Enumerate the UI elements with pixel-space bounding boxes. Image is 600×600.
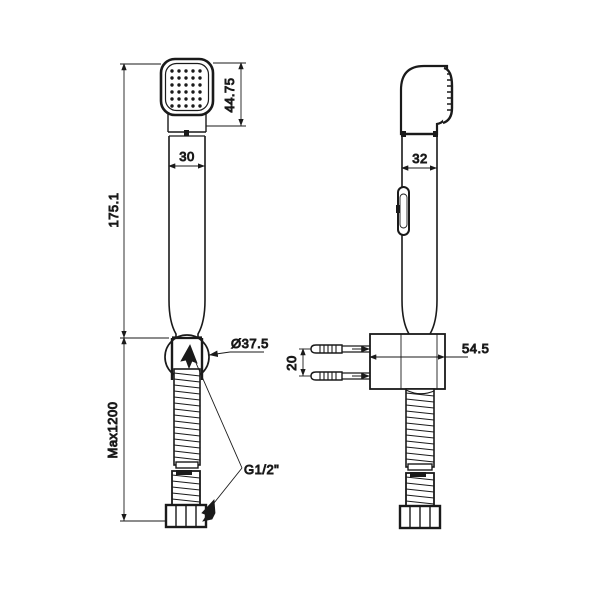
dim-thread-size: G1/2"	[195, 362, 279, 509]
wall-anchors	[310, 344, 370, 381]
handle-neck	[167, 114, 207, 136]
dim-overall-height-label: 175.1	[106, 192, 121, 227]
wall-bracket	[369, 333, 446, 390]
dim-head-height-label: 44.75	[222, 77, 237, 112]
front-view-dimensions: 175.1 Max1200 44.75 30 Ø37.5	[105, 62, 279, 522]
wall-anchor-lower	[310, 371, 370, 381]
dim-collar-diameter-label: Ø37.5	[231, 336, 269, 351]
dim-anchor-spacing: 20	[284, 348, 311, 377]
sprayer-head-profile	[399, 64, 454, 137]
dim-bracket-depth-label: 54.5	[462, 341, 489, 356]
spray-face-grid	[170, 69, 202, 108]
section-arrow-collar	[180, 344, 198, 370]
dim-thread-size-label: G1/2"	[244, 462, 279, 477]
side-hose-end-nut	[398, 472, 442, 530]
hose-end-nut	[164, 470, 208, 529]
side-view-dimensions: 32 54.5 20	[284, 137, 489, 377]
dim-handle-width: 30	[168, 136, 206, 170]
dim-collar-diameter: Ø37.5	[208, 336, 269, 358]
neck-notch	[184, 130, 189, 136]
dim-head-height: 44.75	[206, 62, 246, 127]
dim-overall-height: 175.1	[106, 63, 127, 338]
dim-hose-length-label: Max1200	[105, 402, 120, 459]
spray-face-slots	[447, 73, 452, 111]
section-arrow-nut	[201, 499, 216, 522]
side-view	[310, 64, 454, 530]
dim-side-handle-width: 32	[401, 137, 438, 172]
dim-bracket-depth: 54.5	[369, 334, 489, 360]
trigger-button[interactable]	[396, 186, 410, 236]
dim-anchor-spacing-label: 20	[284, 355, 299, 370]
side-flexible-hose	[405, 388, 435, 471]
dim-side-handle-width-label: 32	[412, 151, 427, 166]
wall-anchor-upper	[310, 344, 370, 354]
dim-hose-length: Max1200	[105, 337, 127, 521]
dim-handle-width-label: 30	[179, 149, 194, 164]
spray-head-outline	[159, 57, 215, 117]
flexible-hose	[173, 368, 201, 469]
